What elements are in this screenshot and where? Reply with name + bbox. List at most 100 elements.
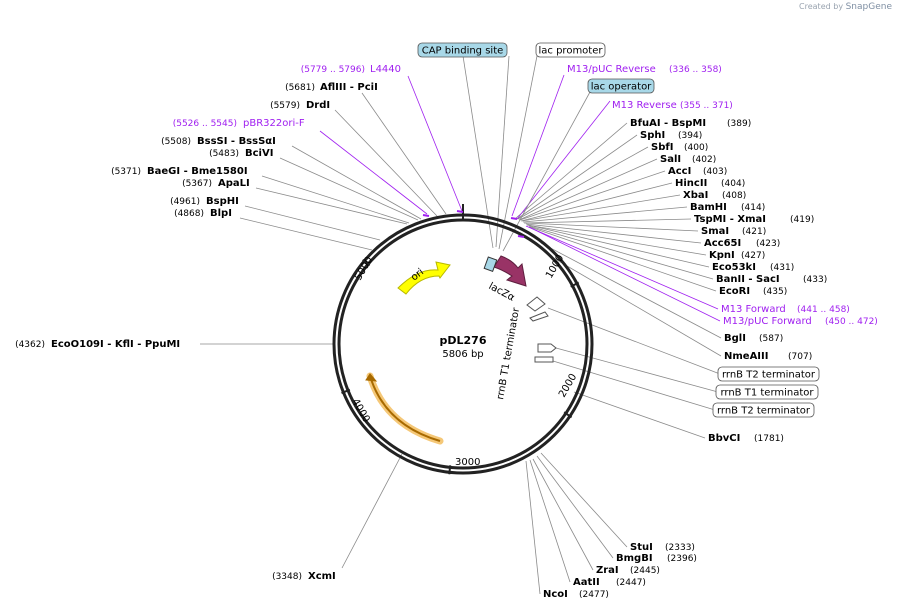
site-name: XcmI xyxy=(308,571,336,582)
tick-mark xyxy=(362,258,371,267)
feature-label-box xyxy=(712,402,815,418)
site-name: KpnI xyxy=(709,250,735,261)
site-name: BssSI - BssSαI xyxy=(197,136,276,147)
tick-mark xyxy=(570,281,580,288)
site-name: NmeAIII xyxy=(724,351,768,362)
site-name: BanII - SacI xyxy=(716,274,780,285)
feature-label-box xyxy=(587,78,655,94)
primer-leader xyxy=(511,74,565,217)
site-leader xyxy=(527,224,710,268)
site-name: BglI xyxy=(724,333,746,344)
site-leader xyxy=(520,182,673,222)
site-leader xyxy=(334,109,438,217)
feature-label-box xyxy=(417,42,508,58)
site-position: (3348) xyxy=(272,572,302,582)
site-name: BlpI xyxy=(210,208,232,219)
site-position: (394) xyxy=(678,131,702,141)
credit-prefix: Created by xyxy=(799,2,844,11)
site-position: (5508) xyxy=(161,137,191,147)
site-name: SbfI xyxy=(651,142,673,153)
feature-label-text: rrnB T2 terminator xyxy=(722,370,816,381)
primer-name: L4440 xyxy=(370,64,401,75)
site-name: AccI xyxy=(668,166,691,177)
site-name: StuI xyxy=(630,542,653,553)
primer-leader xyxy=(516,100,611,220)
site-position: (421) xyxy=(742,227,766,237)
site-position: (5371) xyxy=(111,167,141,177)
primer-position: (5779 .. 5796) xyxy=(301,65,365,75)
site-position: (587) xyxy=(759,334,783,344)
site-leader xyxy=(540,452,628,548)
feature-label-text: lac operator xyxy=(591,82,652,93)
tick-mark xyxy=(448,465,452,475)
orange-feature-glow xyxy=(366,372,444,445)
primer-leader xyxy=(528,226,721,322)
site-name: AatII xyxy=(573,577,600,588)
site-position: (400) xyxy=(684,143,708,153)
tick-label: 3000 xyxy=(455,457,480,468)
plasmid-center-label: pDL276 5806 bp xyxy=(440,334,487,360)
site-leader xyxy=(279,157,419,221)
site-leader xyxy=(361,92,447,215)
site-position: (427) xyxy=(741,251,765,261)
feature-leader xyxy=(502,91,591,252)
site-name: Eco53kI xyxy=(712,262,756,273)
site-name: BfuAI - BspMI xyxy=(630,118,706,129)
orange-feature-arc xyxy=(369,375,441,442)
site-name: NcoI xyxy=(543,589,568,600)
primer-position: (355 .. 371) xyxy=(680,101,733,111)
feature-leader xyxy=(547,307,721,375)
site-name: BspHI xyxy=(206,196,239,207)
orange-feature-arrowhead xyxy=(365,373,378,382)
feature-leader xyxy=(552,360,716,411)
site-leader xyxy=(521,194,681,222)
rrnb-t1-terminator-mark xyxy=(537,343,557,353)
site-position: (5367) xyxy=(182,179,212,189)
tick-label: 1000 xyxy=(544,253,566,281)
site-leader xyxy=(573,391,706,439)
site-position: (1781) xyxy=(754,434,784,444)
site-leader xyxy=(528,225,714,280)
site-position: (389) xyxy=(727,119,751,129)
site-name: ApaLI xyxy=(218,178,250,189)
feature-leader xyxy=(495,55,510,248)
primer-position: (336 .. 358) xyxy=(669,65,722,75)
site-name: BciVI xyxy=(245,148,273,159)
primer-binding-mark xyxy=(456,210,464,213)
feature-label-text: rrnB T2 terminator xyxy=(717,406,811,417)
lac-operator-box xyxy=(483,256,498,272)
site-leader xyxy=(522,206,688,223)
site-position: (2396) xyxy=(667,554,697,564)
site-leader xyxy=(515,122,628,219)
site-name: BbvCI xyxy=(708,433,740,444)
primer-binding-mark xyxy=(422,214,430,217)
site-name: TspMI - XmaI xyxy=(694,214,766,225)
site-leader xyxy=(291,145,422,220)
primer-name: M13/pUC Reverse xyxy=(567,64,656,75)
site-name: SmaI xyxy=(701,226,729,237)
site-leader xyxy=(244,205,381,241)
site-name: Acc65I xyxy=(704,238,741,249)
feature-label-box xyxy=(535,42,606,58)
site-leader xyxy=(517,146,649,220)
site-name: SalI xyxy=(660,154,681,165)
site-position: (2333) xyxy=(665,543,695,553)
feature-label-box xyxy=(717,366,820,382)
tick-mark xyxy=(341,388,351,394)
terminator-mark xyxy=(529,311,549,322)
site-leader xyxy=(529,459,571,583)
plasmid-name: pDL276 xyxy=(440,334,487,347)
site-leader xyxy=(523,218,692,224)
ori-feature-arrow xyxy=(397,261,451,295)
site-name: XbaI xyxy=(683,190,708,201)
feature-label-box xyxy=(715,384,819,400)
site-position: (431) xyxy=(770,263,794,273)
lacz-alpha-feature-arrow xyxy=(493,255,527,287)
site-leader xyxy=(529,226,717,292)
site-position: (402) xyxy=(692,155,716,165)
primer-binding-mark xyxy=(517,235,525,238)
site-position: (2445) xyxy=(630,566,660,576)
primer-name: pBR322ori-F xyxy=(243,118,305,129)
primer-leader xyxy=(525,225,719,310)
